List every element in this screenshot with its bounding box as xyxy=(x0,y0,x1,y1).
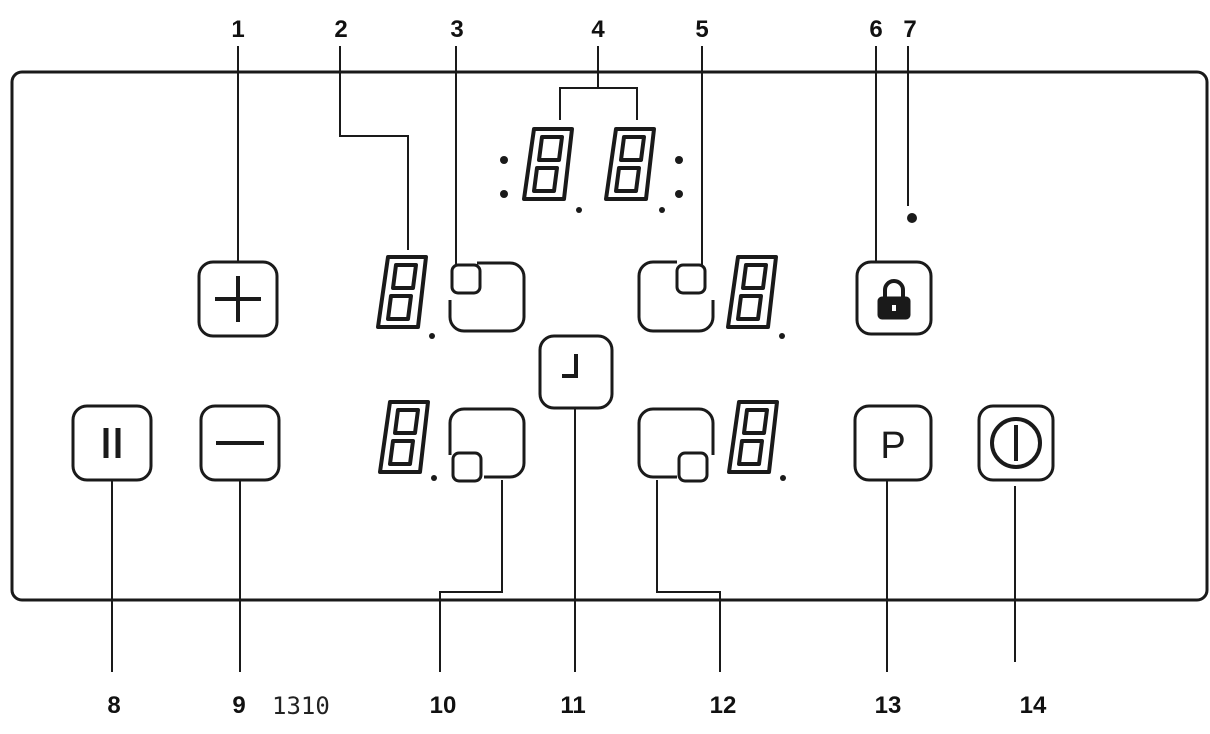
leader-2 xyxy=(339,46,409,250)
zone-symbol-front-left xyxy=(448,261,526,333)
callout-9: 9 xyxy=(232,692,246,719)
callout-12: 12 xyxy=(709,692,737,719)
callout-4: 4 xyxy=(591,16,605,43)
figure-code: 1310 xyxy=(272,692,330,720)
zone-display-front-left xyxy=(376,255,435,339)
callout-13: 13 xyxy=(874,692,902,719)
program-button[interactable] xyxy=(853,404,933,482)
callout-11: 11 xyxy=(560,692,586,719)
zone-symbol-front-right xyxy=(637,260,715,333)
leader-12 xyxy=(656,480,721,672)
callout-2: 2 xyxy=(334,16,348,43)
zone-symbol-rear-left xyxy=(448,407,526,483)
zone-display-rear-right xyxy=(727,400,786,481)
plus-icon xyxy=(215,276,261,322)
lock-icon xyxy=(877,279,911,320)
program-button-label: P xyxy=(880,425,905,467)
indicator-led xyxy=(907,213,917,223)
timer-icon xyxy=(562,354,578,378)
zone-display-front-right xyxy=(726,255,785,339)
panel-outline xyxy=(10,70,1209,602)
timer-button[interactable] xyxy=(538,334,614,410)
leader-lines xyxy=(111,46,1016,672)
zone-symbol-rear-right xyxy=(637,407,715,483)
callout-7: 7 xyxy=(903,16,917,43)
callout-3: 3 xyxy=(450,16,464,43)
pause-icon xyxy=(103,428,121,458)
timer-display xyxy=(500,127,683,213)
pause-button[interactable] xyxy=(71,404,153,482)
plus-button[interactable] xyxy=(197,260,279,338)
callout-8: 8 xyxy=(107,692,121,719)
zone-display-rear-left xyxy=(378,400,437,481)
power-icon xyxy=(990,417,1042,469)
callout-1: 1 xyxy=(231,16,245,43)
leader-10 xyxy=(439,480,503,672)
lock-button[interactable] xyxy=(855,260,933,336)
minus-button[interactable] xyxy=(199,404,281,482)
callout-10: 10 xyxy=(429,692,457,719)
power-button[interactable] xyxy=(977,404,1055,482)
leader-4-bracket xyxy=(559,87,638,120)
callout-14: 14 xyxy=(1019,692,1047,719)
callout-5: 5 xyxy=(695,16,709,43)
callout-6: 6 xyxy=(869,16,883,43)
